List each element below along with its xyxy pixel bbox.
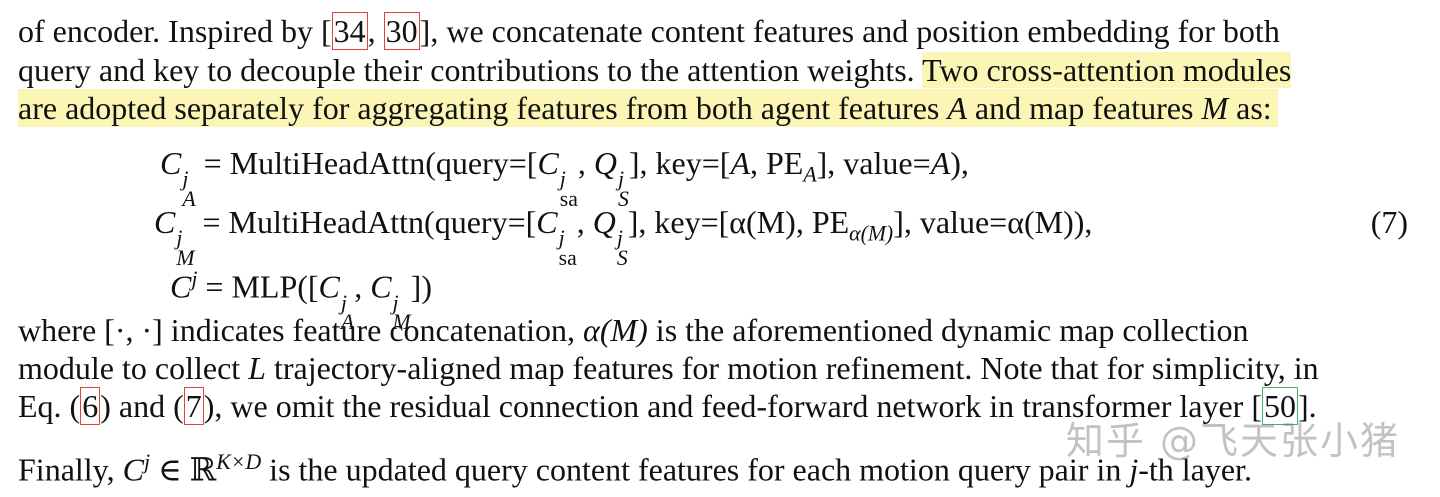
zhihu-watermark: 知乎 @飞天张小猪 [1065,419,1400,463]
text-line-7: Finally, Cj ∈ ℝK×D is the updated query … [18,450,1252,488]
text-line-6: Eq. (6) and (7), we omit the residual co… [18,387,1317,425]
citation-30[interactable]: 30 [383,12,420,50]
text-line-3-highlighted: are adopted separately for aggregating f… [18,89,1278,127]
text-line-5: module to collect L trajectory-aligned m… [18,350,1319,386]
text-line-2: query and key to decouple their contribu… [18,52,1292,88]
text-line-1: of encoder. Inspired by [34, 30], we con… [18,12,1280,50]
citation-50[interactable]: 50 [1261,387,1298,425]
citation-34[interactable]: 34 [331,12,368,50]
equation-number: (7) [1370,204,1408,240]
text-line-4: where [·, ·] indicates feature concatena… [18,312,1249,348]
highlight-start: Two cross-attention modules [922,52,1292,88]
equation-ref-7[interactable]: 7 [183,387,204,425]
equation-ref-6[interactable]: 6 [80,387,101,425]
